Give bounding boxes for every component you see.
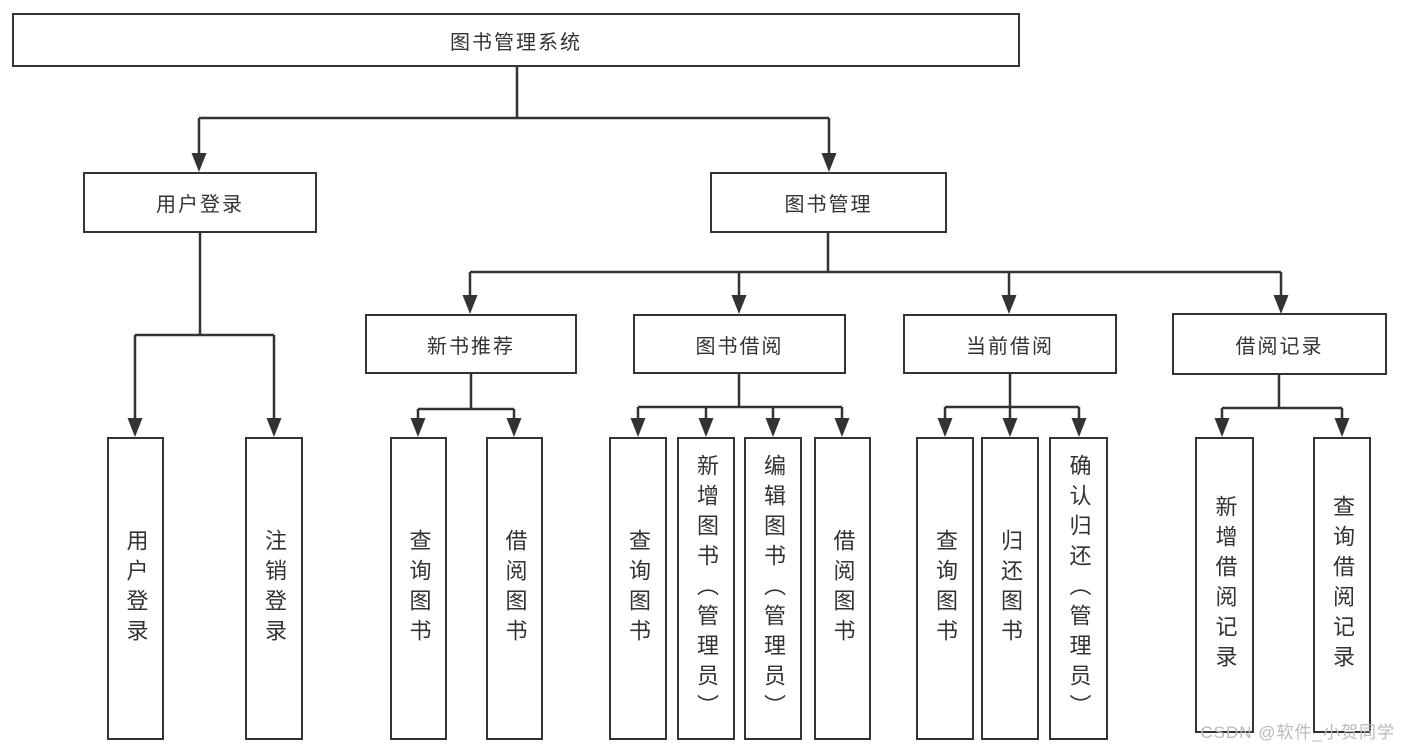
leaf-label: 确认归还（管理员） xyxy=(1066,453,1092,724)
node-current-borrow-label: 当前借阅 xyxy=(966,335,1054,358)
connector-root-to-level2 xyxy=(197,67,831,154)
leaf-borrow-books-rec: 借阅图书 xyxy=(486,437,543,740)
leaf-return-books: 归还图书 xyxy=(981,437,1039,740)
leaf-label: 归还图书 xyxy=(998,528,1023,649)
csdn-watermark: CSDN @软件_小贺同学 xyxy=(1200,723,1395,742)
leaf-borrow-books: 借阅图书 xyxy=(814,437,871,740)
node-user-login-label: 用户登录 xyxy=(156,194,244,216)
leaf-label: 编辑图书（管理员） xyxy=(761,453,786,724)
node-new-book-rec-label: 新书推荐 xyxy=(427,335,515,358)
leaf-query-books-borrow: 查询图书 xyxy=(609,437,667,740)
leaf-label: 借阅图书 xyxy=(502,528,528,649)
leaf-logout: 注销登录 xyxy=(245,437,303,740)
node-book-borrow-label: 图书借阅 xyxy=(695,335,784,358)
node-borrow-records: 借阅记录 xyxy=(1172,313,1387,375)
node-root-system: 图书管理系统 xyxy=(12,13,1020,67)
connector-user-login-to-leaves xyxy=(133,233,276,419)
leaf-query-books-current: 查询图书 xyxy=(916,437,974,740)
connector-borrow-records-to-leaves xyxy=(1220,375,1344,419)
node-current-borrow: 当前借阅 xyxy=(903,314,1117,374)
node-user-login: 用户登录 xyxy=(83,172,317,233)
leaf-label: 新增借阅记录 xyxy=(1212,495,1238,675)
leaf-label: 借阅图书 xyxy=(830,528,856,649)
leaf-query-borrow-record: 查询借阅记录 xyxy=(1313,437,1371,733)
connector-book-mgmt-to-level3 xyxy=(468,233,1283,296)
node-book-borrow: 图书借阅 xyxy=(633,314,846,374)
connector-book-borrow-to-leaves xyxy=(636,374,844,419)
leaf-label: 注销登录 xyxy=(262,528,287,649)
leaf-user-login: 用户登录 xyxy=(107,437,164,740)
node-new-book-rec: 新书推荐 xyxy=(365,314,577,374)
connector-new-book-rec-to-leaves xyxy=(416,374,516,419)
leaf-add-books-admin: 新增图书（管理员） xyxy=(677,437,735,740)
node-book-mgmt-label: 图书管理 xyxy=(784,194,873,216)
arrowheads xyxy=(127,153,1350,437)
leaf-label: 新增图书（管理员） xyxy=(694,453,719,724)
leaf-confirm-return-admin: 确认归还（管理员） xyxy=(1049,437,1108,740)
leaf-label: 查询图书 xyxy=(626,528,651,649)
leaf-label: 查询图书 xyxy=(406,528,432,649)
leaf-label: 查询借阅记录 xyxy=(1330,495,1355,675)
leaf-label: 查询图书 xyxy=(933,528,958,649)
leaf-label: 用户登录 xyxy=(123,528,149,649)
leaf-edit-books-admin: 编辑图书（管理员） xyxy=(744,437,802,740)
connector-current-borrow-to-leaves xyxy=(943,374,1081,419)
node-borrow-records-label: 借阅记录 xyxy=(1235,335,1324,358)
node-book-mgmt: 图书管理 xyxy=(710,172,947,233)
leaf-query-books-rec: 查询图书 xyxy=(390,437,447,740)
node-root-label: 图书管理系统 xyxy=(450,31,582,54)
leaf-add-borrow-record: 新增借阅记录 xyxy=(1195,437,1254,733)
